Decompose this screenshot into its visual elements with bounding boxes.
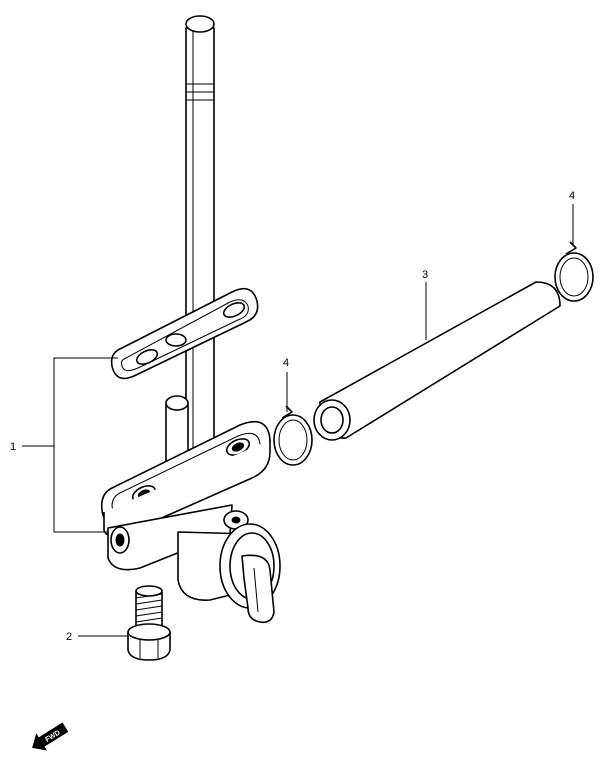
forward-label: FWD bbox=[44, 729, 61, 743]
fuel-pickup-tube bbox=[185, 15, 215, 476]
valve-body bbox=[107, 504, 251, 601]
callout-2: 2 bbox=[66, 631, 72, 643]
callout-4-left: 4 bbox=[283, 357, 289, 369]
callout-3: 3 bbox=[422, 269, 428, 281]
callout-1: 1 bbox=[10, 441, 16, 453]
lever-knob bbox=[219, 523, 281, 624]
mounting-flange bbox=[100, 421, 271, 537]
callout-4-right: 4 bbox=[569, 190, 575, 202]
forward-arrow-icon: FWD bbox=[32, 722, 69, 751]
clip-right bbox=[554, 204, 594, 302]
fuel-cock-assembly bbox=[22, 15, 281, 624]
hose bbox=[313, 281, 561, 441]
clip-left bbox=[273, 372, 313, 466]
gasket-plate bbox=[110, 287, 259, 380]
callout-bracket-1 bbox=[53, 357, 118, 533]
bolt bbox=[78, 585, 171, 661]
